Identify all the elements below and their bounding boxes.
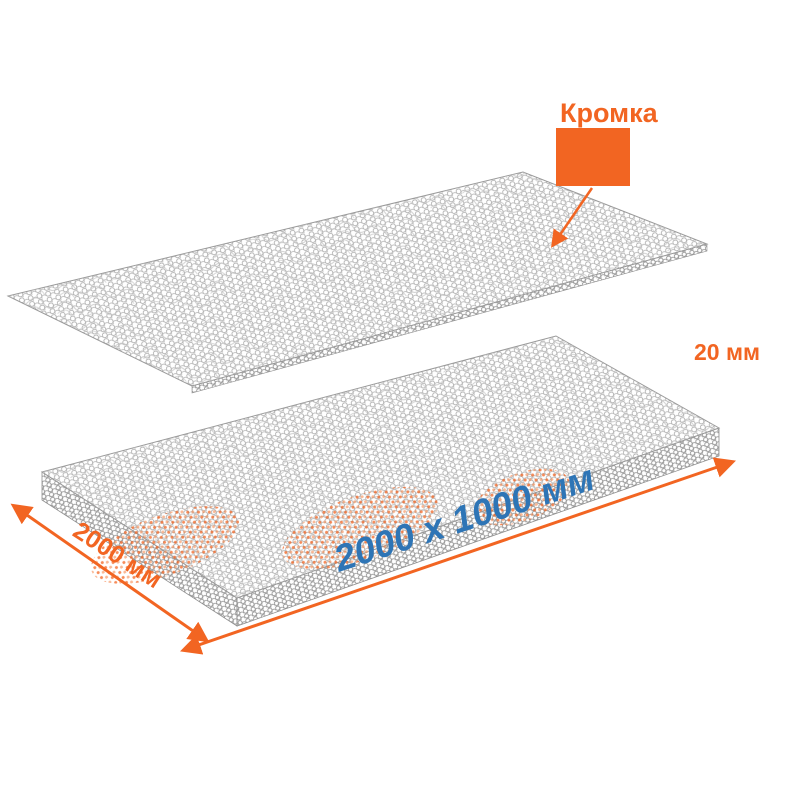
edge-callout: Кромка [551,98,659,248]
callout-swatch [556,128,630,186]
callout-arrow [551,187,594,248]
top-mesh-sheet [6,171,709,394]
front-dimension-line [180,457,736,655]
top-sheet-moire [8,172,707,386]
callout-label: Кромка [560,98,659,128]
height-dimension-label: 20 мм [694,339,760,365]
length-dimension-line [10,503,210,643]
